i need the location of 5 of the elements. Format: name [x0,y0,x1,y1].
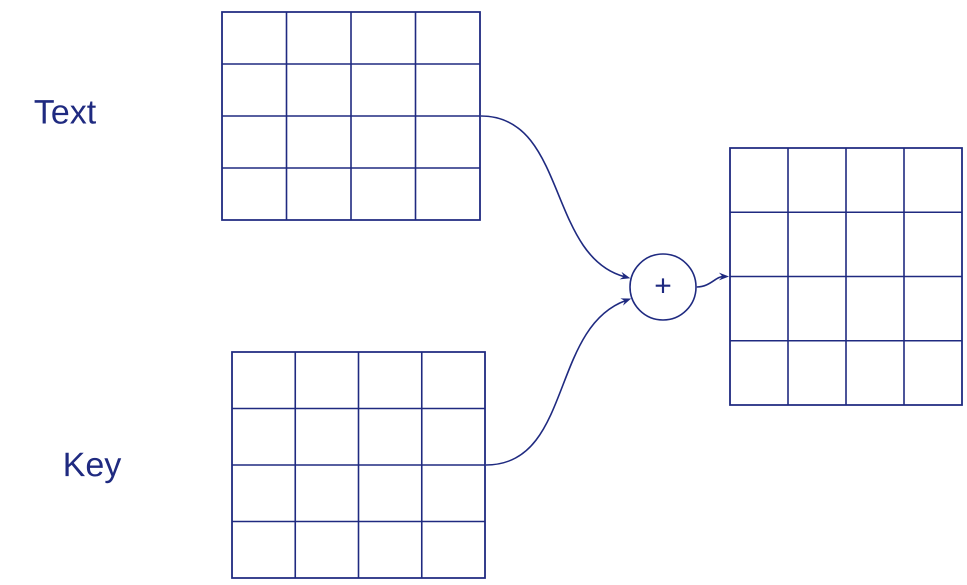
grid-table [231,351,486,579]
grid-table [729,147,963,406]
text-label: Text [34,100,96,124]
grid-table [221,11,481,221]
text-label: Key [66,452,122,484]
